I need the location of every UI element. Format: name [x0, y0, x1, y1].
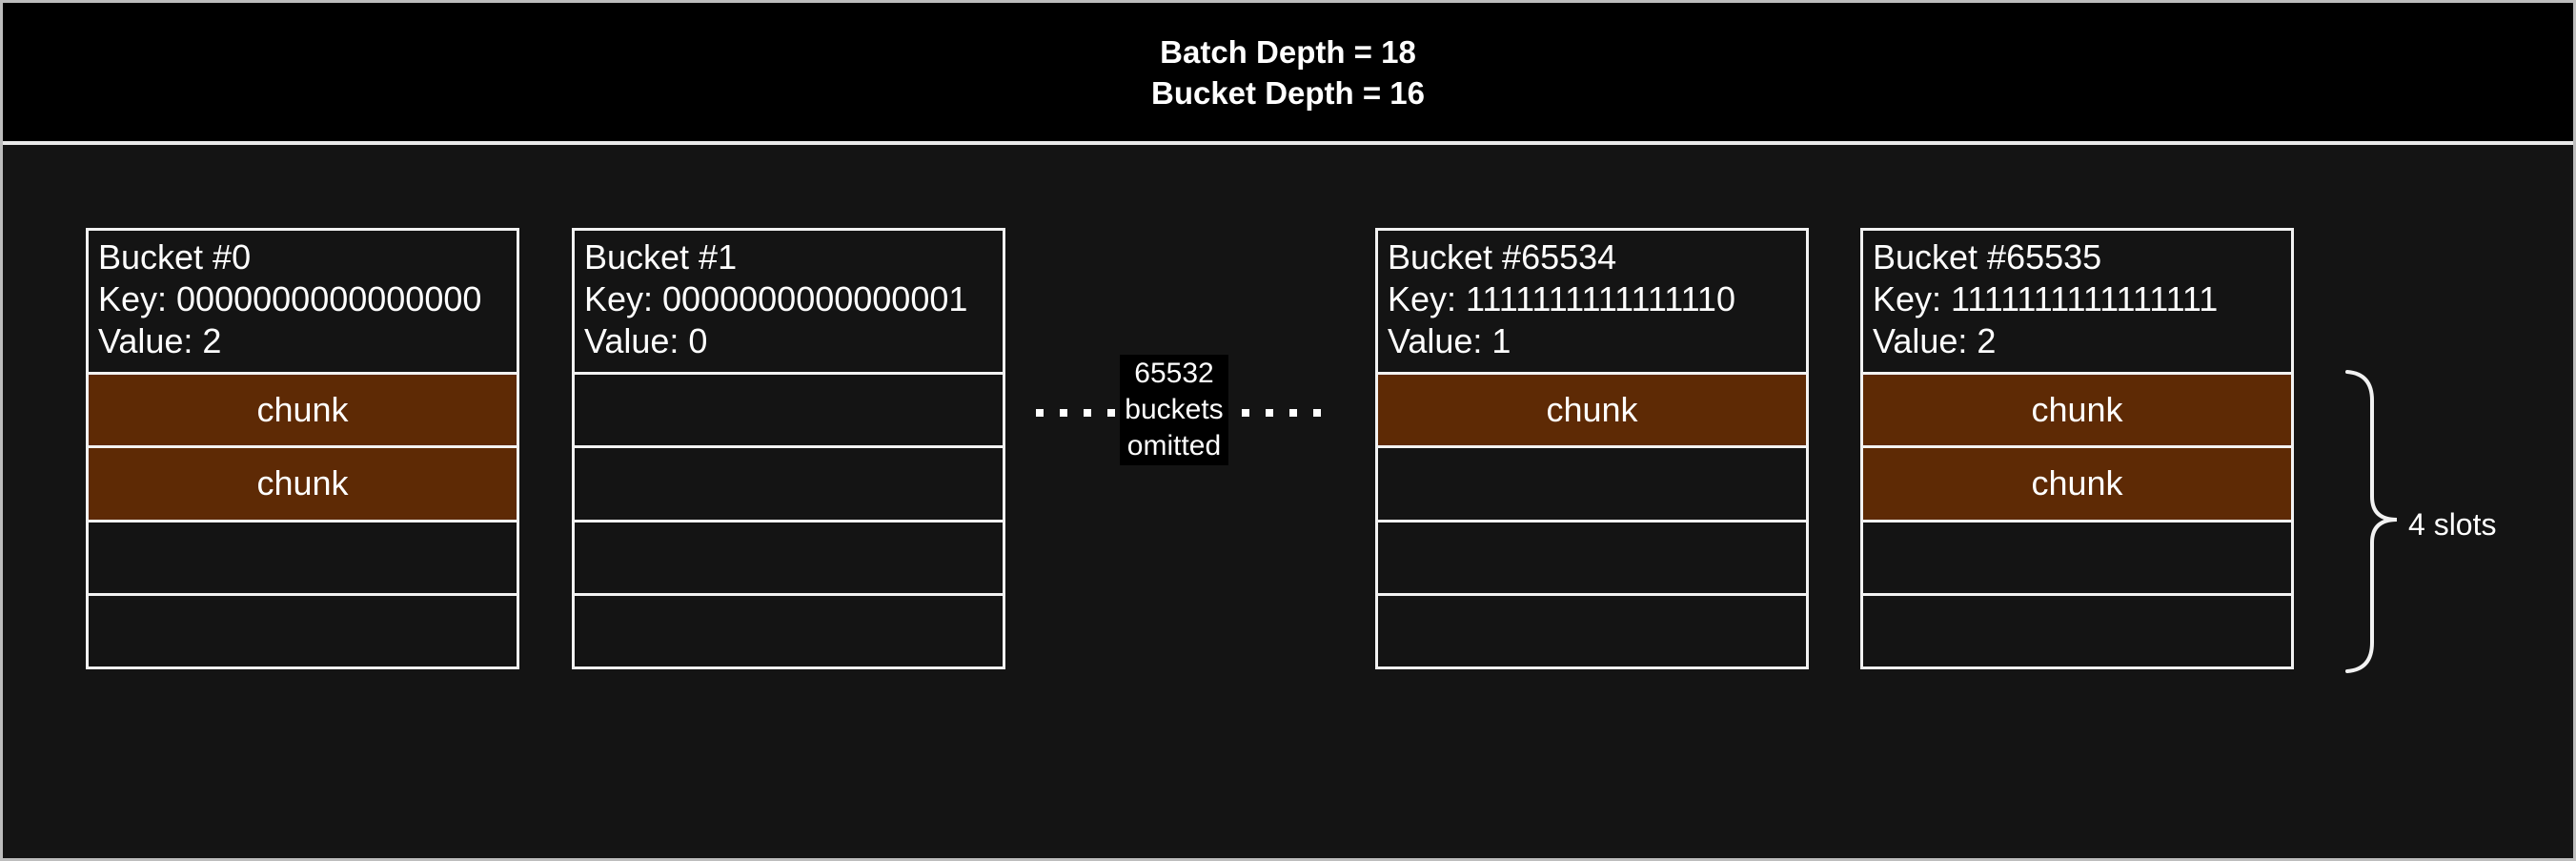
bucket-key: Key: 1111111111111110 — [1388, 279, 1735, 318]
ellipsis-dots-left — [1036, 409, 1115, 417]
omitted-buckets-note: 65532 buckets omitted — [1120, 355, 1228, 465]
bucket-box-65535: Bucket #65535 Key: 1111111111111111 Valu… — [1860, 228, 2294, 669]
bucket-slot — [1863, 519, 2291, 593]
bucket-info: Bucket #0 Key: 0000000000000000 Value: 2 — [89, 231, 517, 372]
bucket-depth-label: Bucket Depth = 16 — [1150, 74, 1425, 111]
bucket-slot: chunk — [1378, 372, 1806, 446]
ellipsis-dots-right — [1242, 409, 1321, 417]
curly-brace-icon — [2345, 370, 2398, 673]
bucket-slot: chunk — [1863, 445, 2291, 520]
bucket-info: Bucket #1 Key: 0000000000000001 Value: 0 — [575, 231, 1003, 372]
slot-label: chunk — [256, 390, 349, 430]
bucket-slot: chunk — [1863, 372, 2291, 446]
slots-count-label: 4 slots — [2408, 507, 2497, 542]
bucket-key: Key: 1111111111111111 — [1873, 279, 2219, 318]
omitted-count: 65532 — [1134, 358, 1214, 389]
bucket-title: Bucket #65535 — [1873, 237, 2102, 277]
bucket-slot: chunk — [89, 445, 517, 520]
dot — [1289, 409, 1297, 417]
bucket-slot — [89, 519, 517, 593]
bucket-slot: chunk — [89, 372, 517, 446]
bucket-value: Value: 0 — [584, 321, 708, 360]
slot-label: chunk — [256, 463, 349, 503]
dot — [1107, 409, 1115, 417]
bucket-box-65534: Bucket #65534 Key: 1111111111111110 Valu… — [1375, 228, 1809, 669]
dot — [1036, 409, 1044, 417]
bucket-info: Bucket #65535 Key: 1111111111111111 Valu… — [1863, 231, 2291, 372]
bucket-slot — [575, 372, 1003, 446]
bucket-slot — [89, 592, 517, 666]
bucket-info: Bucket #65534 Key: 1111111111111110 Valu… — [1378, 231, 1806, 372]
slot-label: chunk — [1546, 390, 1638, 430]
dot — [1242, 409, 1249, 417]
bucket-box-0: Bucket #0 Key: 0000000000000000 Value: 2… — [86, 228, 519, 669]
omitted-word-buckets: buckets — [1125, 394, 1224, 425]
dot — [1060, 409, 1067, 417]
batch-depth-label: Batch Depth = 18 — [1160, 33, 1416, 70]
bucket-slot — [575, 445, 1003, 520]
bucket-slot — [1863, 592, 2291, 666]
bucket-box-1: Bucket #1 Key: 0000000000000001 Value: 0 — [572, 228, 1005, 669]
bucket-title: Bucket #65534 — [1388, 237, 1617, 277]
bucket-title: Bucket #1 — [584, 237, 738, 277]
dot — [1313, 409, 1321, 417]
bucket-key: Key: 0000000000000000 — [98, 279, 482, 318]
bucket-value: Value: 2 — [1873, 321, 1997, 360]
bucket-value: Value: 1 — [1388, 321, 1511, 360]
omitted-word-omitted: omitted — [1126, 430, 1222, 461]
bucket-title: Bucket #0 — [98, 237, 252, 277]
dot — [1266, 409, 1273, 417]
bucket-slot — [1378, 445, 1806, 520]
dot — [1084, 409, 1091, 417]
bucket-slot — [575, 519, 1003, 593]
bucket-slot — [1378, 519, 1806, 593]
bucket-slot — [1378, 592, 1806, 666]
bucket-value: Value: 2 — [98, 321, 222, 360]
bucket-key: Key: 0000000000000001 — [584, 279, 968, 318]
bucket-slot — [575, 592, 1003, 666]
slot-label: chunk — [2031, 463, 2123, 503]
header-banner: Batch Depth = 18 Bucket Depth = 16 — [3, 3, 2573, 145]
slot-label: chunk — [2031, 390, 2123, 430]
